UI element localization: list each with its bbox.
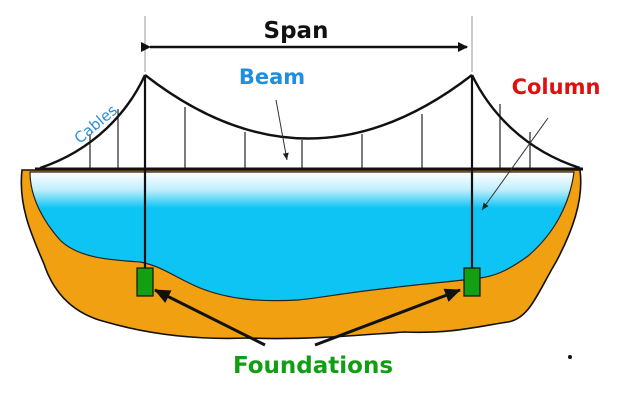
column-label: Column [512,75,601,99]
left-foundation [136,267,154,297]
right-back-cable [470,74,581,170]
hangers [89,104,531,168]
river-water [29,171,575,302]
beam-pointer [275,99,289,161]
cables-label: Cables [71,101,121,147]
right-foundation [463,267,481,297]
foundations-label: Foundations [233,353,393,379]
dot-mark [568,355,572,359]
beam-label: Beam [239,65,305,89]
foundation-arrow-right [314,288,461,347]
span-label: Span [264,18,329,44]
column-pointer [481,117,549,211]
main-cable [144,74,473,140]
left-back-cable [39,74,147,170]
foundation-arrow-left [154,288,266,347]
